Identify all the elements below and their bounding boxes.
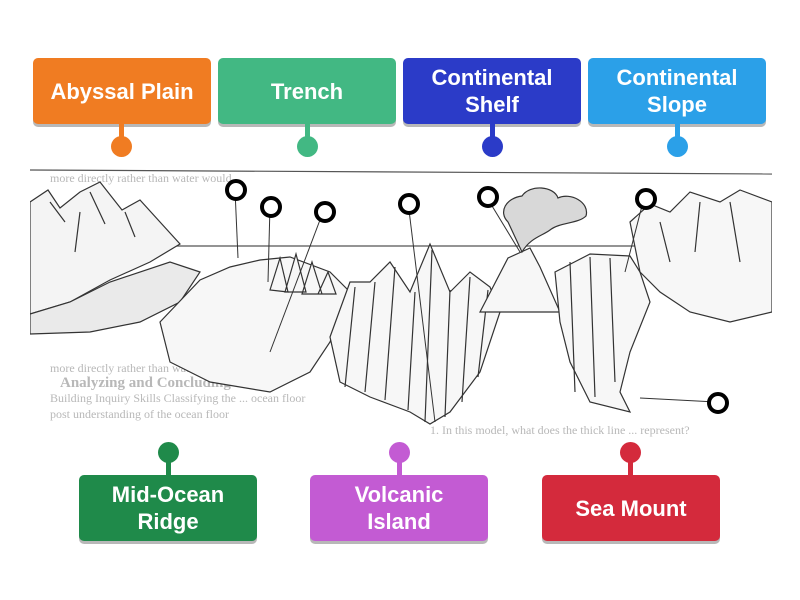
- pin-stem: [490, 124, 495, 140]
- pin-dot: [482, 136, 503, 157]
- label-tile-volcanic-island[interactable]: Volcanic Island: [310, 475, 488, 541]
- pin-stem: [397, 460, 402, 476]
- label-tile-trench[interactable]: Trench: [218, 58, 396, 124]
- drop-target-5[interactable]: [477, 186, 499, 208]
- bg-text-line: post understanding of the ocean floor: [50, 407, 229, 421]
- pin-dot: [111, 136, 132, 157]
- pin-dot: [158, 442, 179, 463]
- label-tile-sea-mount[interactable]: Sea Mount: [542, 475, 720, 541]
- pin-dot: [297, 136, 318, 157]
- label-text: Volcanic Island: [354, 482, 444, 534]
- drop-target-4[interactable]: [398, 193, 420, 215]
- bg-text-line: Building Inquiry Skills Classifying the …: [50, 391, 305, 405]
- pin-dot: [620, 442, 641, 463]
- bg-text-line: 1. In this model, what does the thick li…: [430, 423, 690, 437]
- label-text: Trench: [270, 78, 344, 104]
- label-text: Mid-Ocean Ridge: [111, 482, 225, 534]
- pin-stem: [628, 460, 633, 476]
- pin-stem: [305, 124, 310, 140]
- pin-dot: [667, 136, 688, 157]
- drop-target-1[interactable]: [225, 179, 247, 201]
- bg-heading: Analyzing and Concluding: [60, 375, 231, 391]
- drop-target-7[interactable]: [707, 392, 729, 414]
- drop-target-3[interactable]: [314, 201, 336, 223]
- pin-dot: [389, 442, 410, 463]
- label-text: Sea Mount: [575, 495, 687, 521]
- label-tile-mid-ocean-ridge[interactable]: Mid-Ocean Ridge: [79, 475, 257, 541]
- label-tile-abyssal-plain[interactable]: Abyssal Plain: [33, 58, 211, 124]
- pin-stem: [119, 124, 124, 140]
- label-tile-continental-shelf[interactable]: Continental Shelf: [403, 58, 581, 124]
- pin-stem: [166, 460, 171, 476]
- label-text: Continental Shelf: [431, 65, 553, 117]
- label-text: Abyssal Plain: [50, 78, 194, 104]
- drop-target-2[interactable]: [260, 196, 282, 218]
- drop-target-6[interactable]: [635, 188, 657, 210]
- label-tile-continental-slope[interactable]: Continental Slope: [588, 58, 766, 124]
- label-text: Continental Slope: [616, 65, 738, 117]
- bg-text-line: more directly rather than water would: [50, 171, 232, 185]
- pin-stem: [675, 124, 680, 140]
